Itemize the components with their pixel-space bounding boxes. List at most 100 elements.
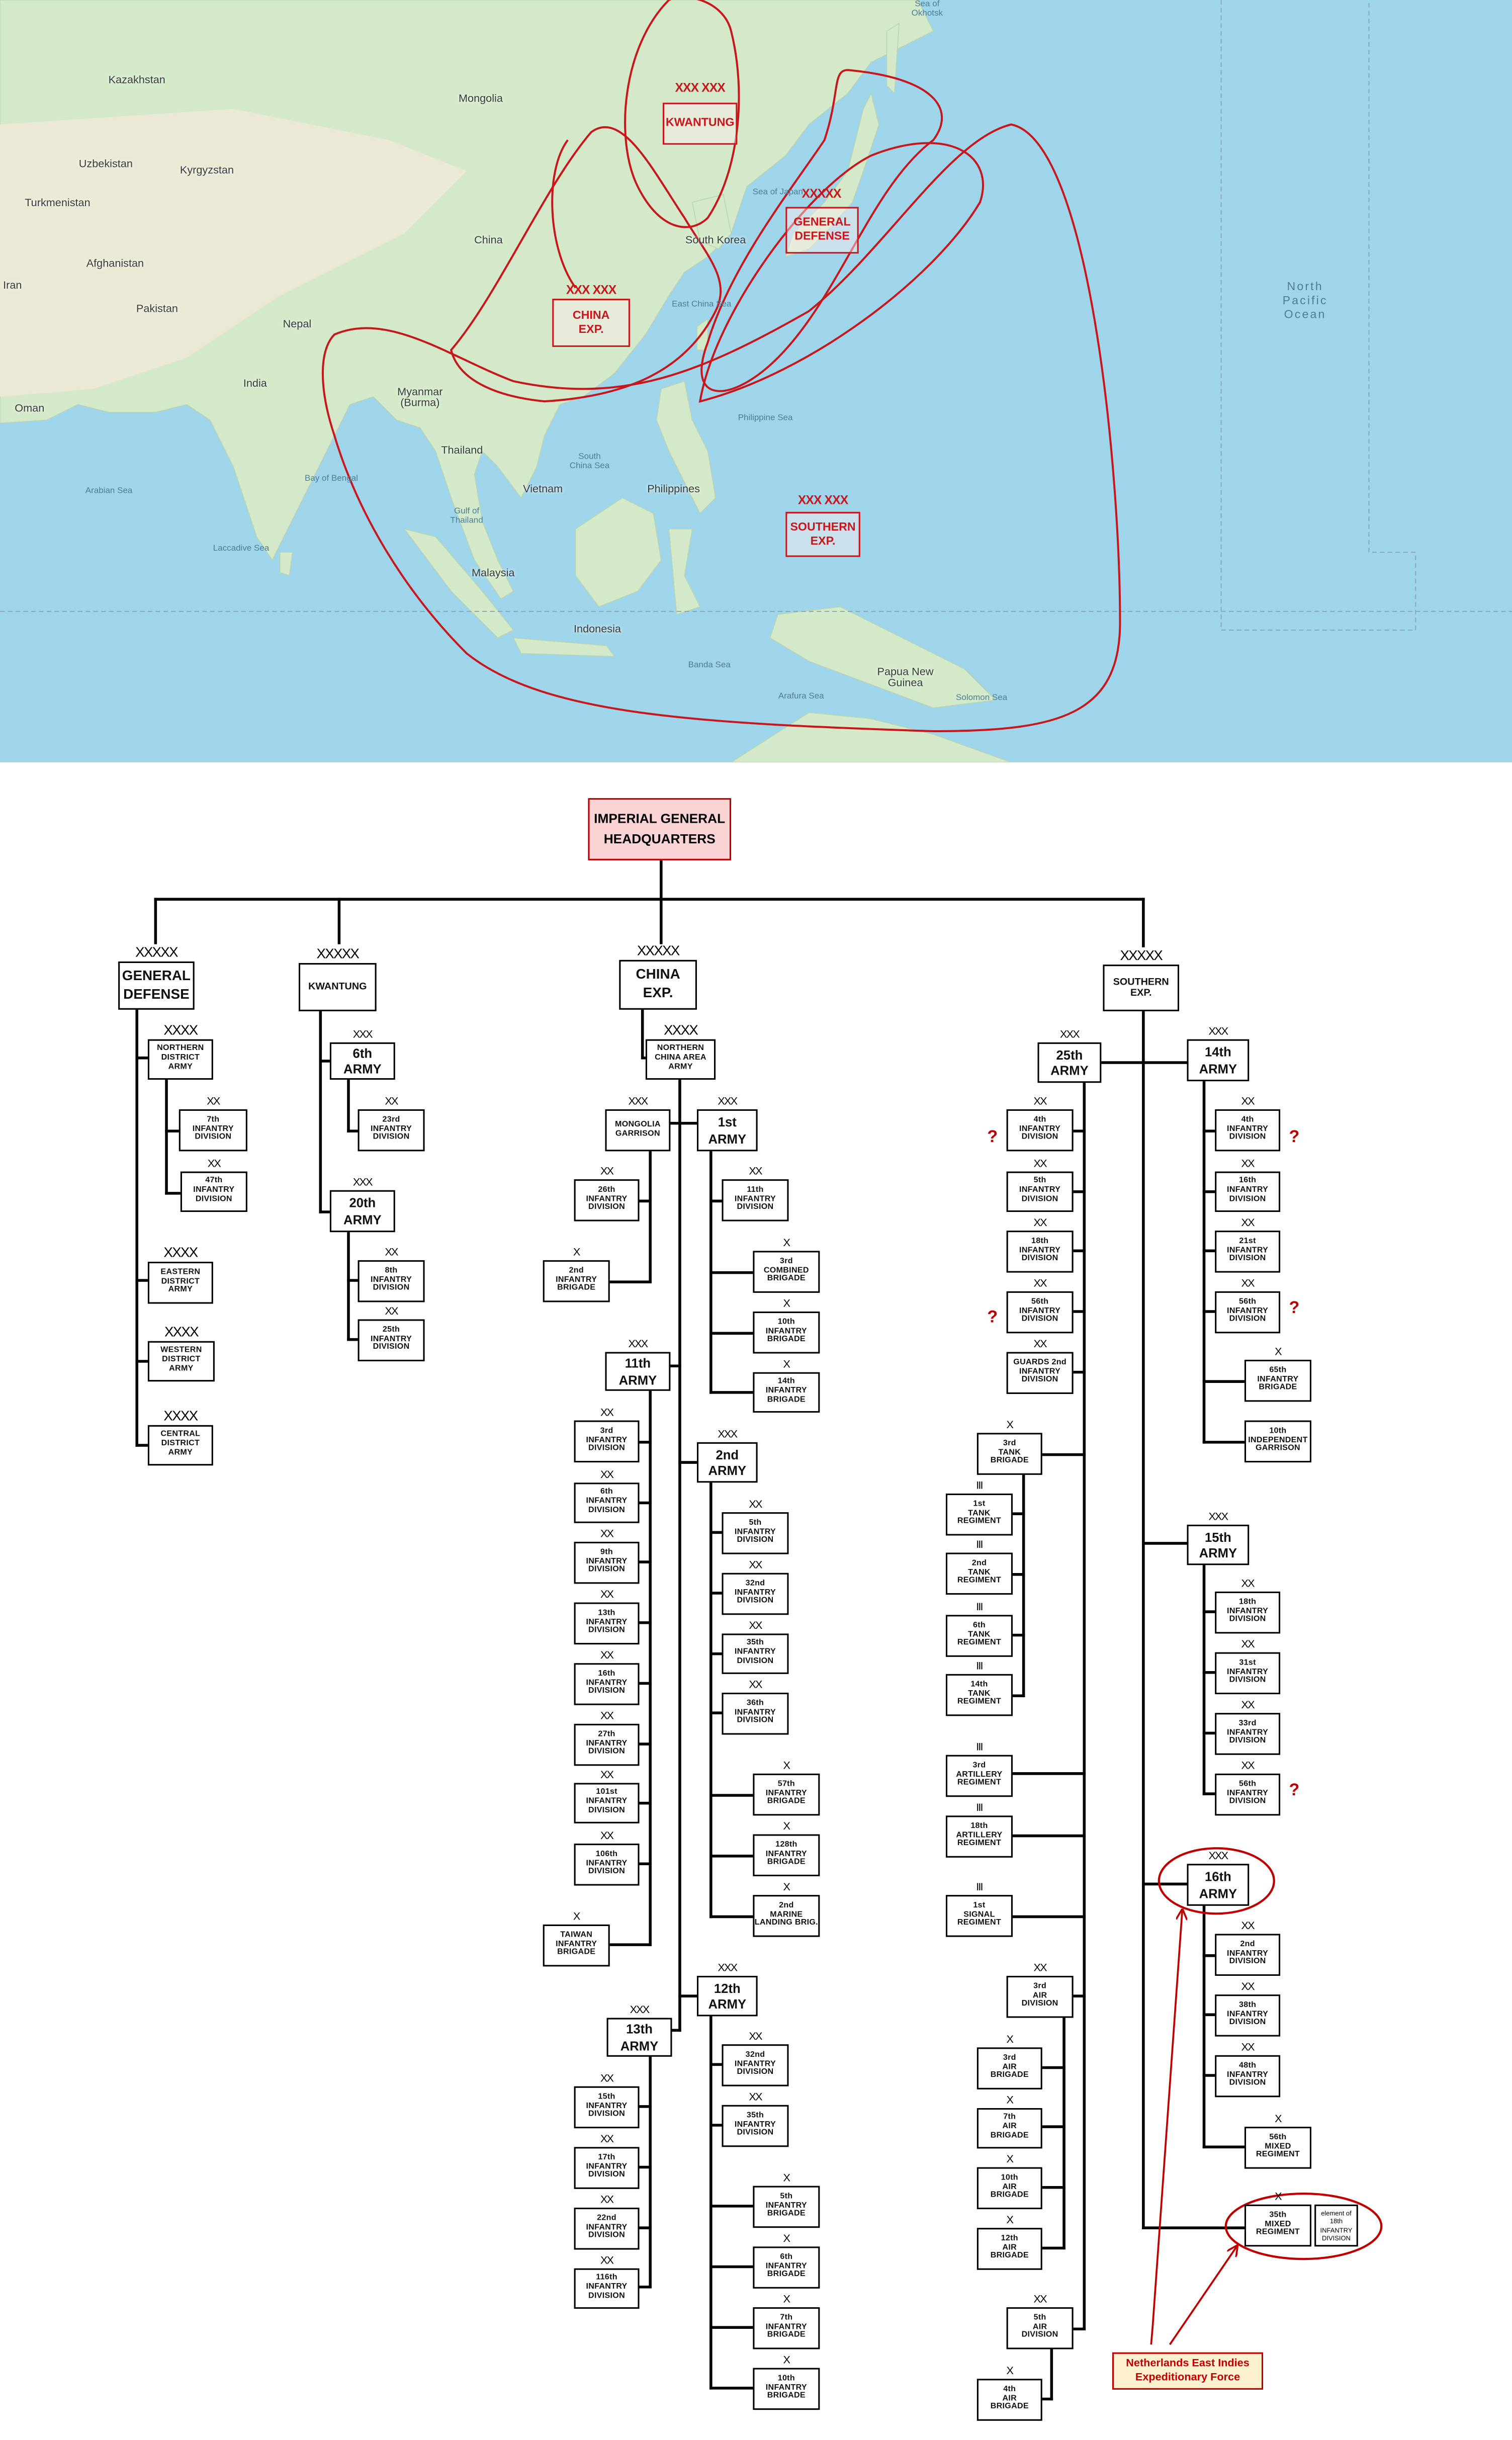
question-mark: ? <box>1289 1127 1300 1147</box>
unit-label: BRIGADE <box>990 2191 1029 2201</box>
echelon-marker: XXX <box>1208 1026 1228 1038</box>
unit-label: 7th <box>780 2313 793 2323</box>
unit-label: 6th <box>352 1044 373 1061</box>
unit-label: DIVISION <box>1229 1254 1266 1264</box>
echelon-marker: X <box>783 2234 791 2245</box>
note-line: element of <box>1321 2210 1352 2218</box>
echelon-marker: III <box>976 1662 983 1673</box>
unit-label: INFANTRY <box>586 2282 628 2292</box>
unit-label: ARMY <box>169 1364 194 1374</box>
unit-label: GARRISON <box>1255 1444 1300 1454</box>
echelon-marker: XX <box>600 2255 614 2267</box>
unit-label: DIVISION <box>588 1867 625 1877</box>
unit-label: MIXED <box>1265 2141 1291 2151</box>
echelon-marker: XX <box>1033 1159 1047 1170</box>
unit-label: INFANTRY <box>765 2201 807 2210</box>
echelon-marker: XX <box>600 1711 614 1722</box>
map-kwantung-box: KWANTUNG <box>662 103 738 145</box>
unit-label: REGIMENT <box>1256 2150 1300 2160</box>
unit-label: BRIGADE <box>990 2071 1029 2081</box>
unit-label: DIVISION <box>373 1343 410 1353</box>
echelon-marker: XXX <box>718 1963 738 1974</box>
unit-label: 10th <box>777 1317 795 1327</box>
unit-label: ARMY <box>168 1062 193 1072</box>
label-malaysia: Malaysia <box>471 568 515 580</box>
annotation-line: Netherlands East Indies <box>1126 2358 1250 2370</box>
map-china-exp-label: EXP. <box>578 321 604 335</box>
label-iran: Iran <box>3 281 22 292</box>
echelon-marker: XX <box>600 1167 614 1178</box>
echelon-marker: XXXX <box>163 1408 198 1424</box>
unit-label: INFANTRY <box>1019 1124 1061 1134</box>
unit-label: 15th <box>1204 1528 1231 1544</box>
map-panel: Kazakhstan Mongolia Uzbekistan Kyrgyzsta… <box>0 0 1512 762</box>
echelon-marker: XX <box>749 2093 762 2104</box>
echelon-marker: XXXX <box>664 1022 698 1038</box>
question-mark: ? <box>987 1127 998 1147</box>
unit-label: INFANTRY <box>586 2222 628 2232</box>
unit-label: DIVISION <box>1229 1315 1266 1325</box>
echelon-marker: XX <box>600 1470 614 1482</box>
unit-label: 35th <box>746 2111 764 2121</box>
echelon-marker: XX <box>1241 1639 1255 1651</box>
unit-label: 31st <box>1239 1658 1256 1668</box>
echelon-marker: XX <box>1033 1218 1047 1230</box>
echelon-marker: XXX <box>1208 1851 1228 1863</box>
hq-label: IMPERIAL GENERAL <box>594 811 726 827</box>
unit-label: INFANTRY <box>586 1194 628 1204</box>
unit-label: EXP. <box>1130 988 1152 999</box>
unit-label: 2nd <box>779 1900 794 1910</box>
echelon-marker: XX <box>207 1159 221 1170</box>
unit-label: 27th <box>598 1729 615 1739</box>
unit-label: 116th <box>596 2273 617 2283</box>
unit-label: DIVISION <box>588 1203 625 1213</box>
unit-label: 16th <box>1238 1176 1257 1186</box>
unit-label: 38th <box>1238 2000 1257 2010</box>
echelon-marker: XX <box>749 1167 762 1178</box>
echelon-marker: XXXXX <box>316 945 360 962</box>
unit-label: 14th <box>777 1377 795 1387</box>
echelon-marker: XX <box>1241 1159 1255 1170</box>
unit-label: 101st <box>596 1788 617 1798</box>
echelon-marker: XX <box>600 1650 614 1662</box>
echelon-marker: X <box>1006 2366 1014 2378</box>
unit-label: INFANTRY <box>765 1849 807 1859</box>
unit-label: DISTRICT <box>161 1439 200 1449</box>
unit-label: INFANTRY <box>734 1194 776 1204</box>
unit-label: INFANTRY <box>1227 2070 1269 2080</box>
label-india: India <box>243 379 267 390</box>
unit-label: 3rd <box>1033 1981 1047 1991</box>
unit-label: DIVISION <box>1229 1194 1266 1204</box>
unit-label: 12th <box>1001 2233 1018 2243</box>
echelon-marker: XXX <box>1208 1512 1228 1523</box>
unit-label: 4th <box>1003 2384 1016 2394</box>
map-southern-exp-label: SOUTHERN <box>790 519 856 534</box>
echelon-marker: X <box>783 1821 791 1833</box>
unit-label: DIVISION <box>1229 1676 1266 1686</box>
unit-label: ARMY <box>168 1285 193 1295</box>
echelon-marker: XX <box>600 1831 614 1842</box>
echelon-marker: XX <box>600 2134 614 2146</box>
unit-label: INFANTRY <box>765 1788 807 1798</box>
unit-label: 11th <box>625 1355 651 1371</box>
